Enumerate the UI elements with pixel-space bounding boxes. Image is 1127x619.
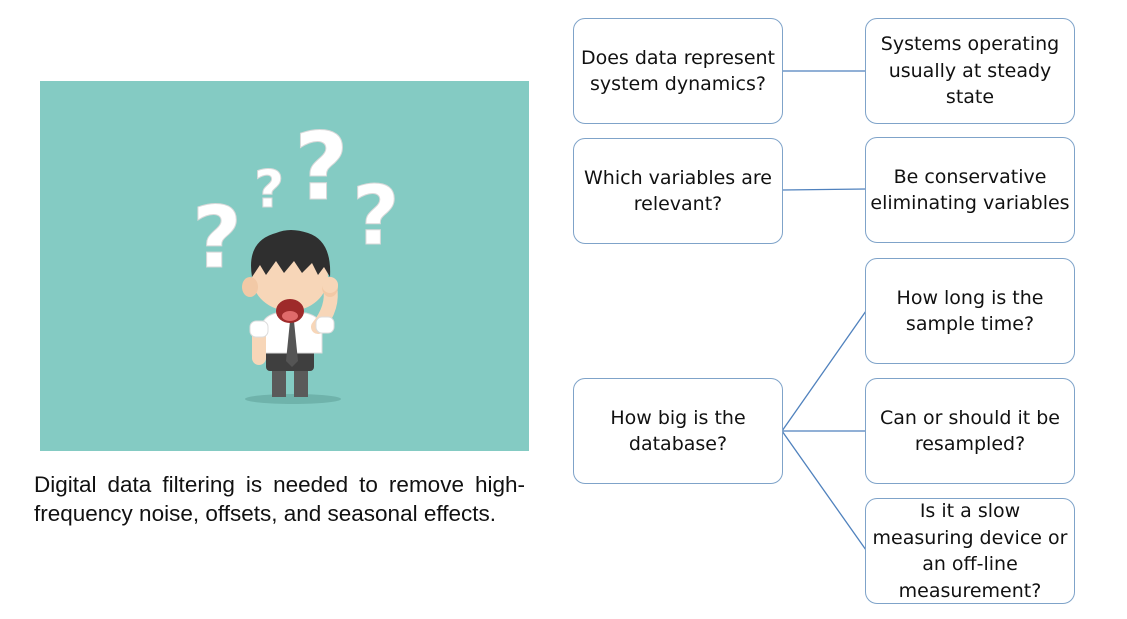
answer-text: Can or should it be resampled?: [880, 406, 1060, 456]
answer-box-eliminating-variables: Be conservative eliminating variables: [865, 137, 1075, 243]
question-text: Does data represent system dynamics?: [580, 46, 776, 96]
question-mark-icon: ?: [352, 169, 400, 264]
question-mark-icon: ?: [294, 113, 349, 222]
answer-text: Systems operating usually at steady stat…: [880, 33, 1060, 109]
answer-box-resampled: Can or should it be resampled?: [865, 378, 1075, 484]
answer-text: How long is the sample time?: [896, 286, 1044, 336]
connector-line: [781, 430, 867, 551]
question-text: Which variables are relevant?: [584, 166, 772, 216]
answer-box-slow-measuring-device: Is it a slow measuring device or an off-…: [865, 498, 1075, 604]
question-mark-icon: ?: [192, 188, 242, 288]
caption-text: Digital data filtering is needed to remo…: [34, 472, 525, 526]
question-text: How big is the database?: [610, 406, 746, 456]
question-mark-icon: ?: [254, 160, 284, 220]
connector-line: [781, 188, 867, 191]
question-box-dynamics: Does data represent system dynamics?: [573, 18, 783, 124]
answer-text: Be conservative eliminating variables: [870, 165, 1070, 215]
question-box-variables: Which variables are relevant?: [573, 138, 783, 244]
confused-man-illustration: ? ? ? ?: [40, 81, 529, 451]
answer-text: Is it a slow measuring device or an off-…: [872, 500, 1068, 602]
question-box-database-size: How big is the database?: [573, 378, 783, 484]
answer-box-sample-time: How long is the sample time?: [865, 258, 1075, 364]
connector-line: [781, 310, 867, 432]
answer-box-steady-state: Systems operating usually at steady stat…: [865, 18, 1075, 124]
